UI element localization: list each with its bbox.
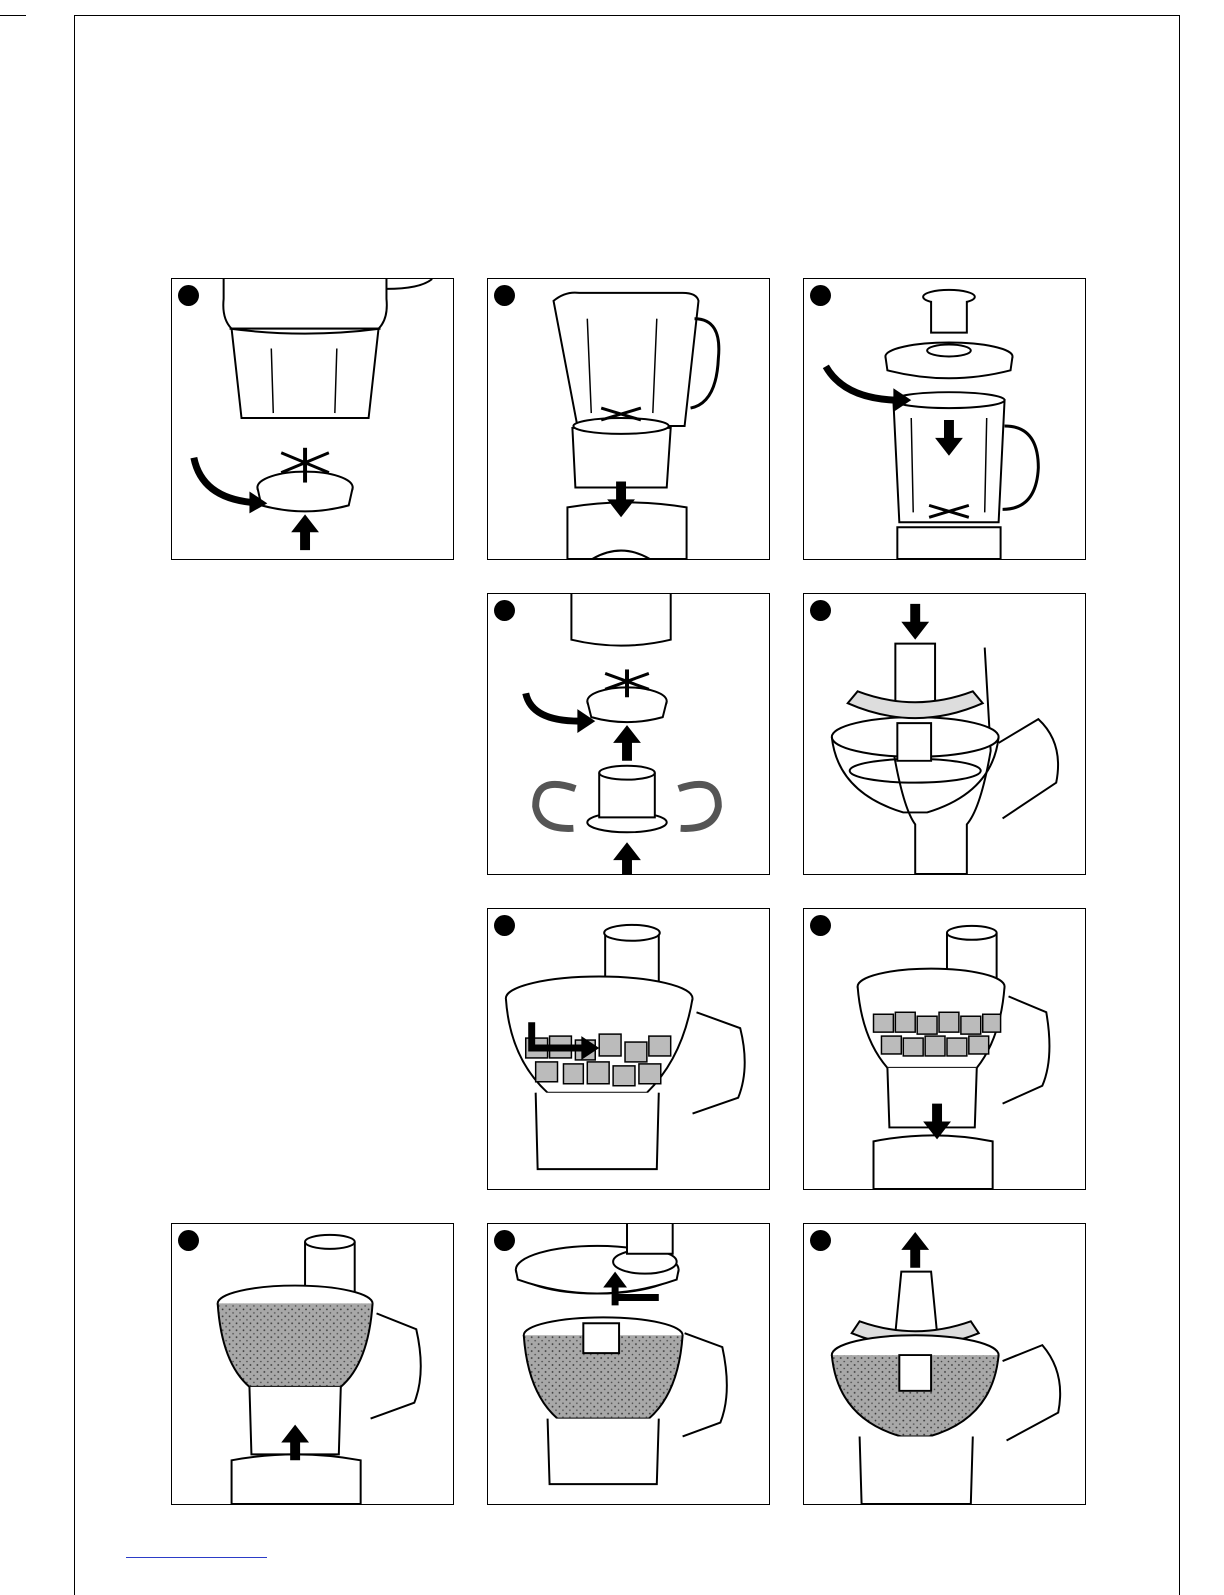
illustration-blade-to-mill <box>488 594 769 874</box>
illustration-processor-to-base <box>804 909 1085 1189</box>
step-number-dot <box>494 915 515 936</box>
step-number-dot <box>494 1230 515 1251</box>
step-panel-7 <box>803 908 1086 1190</box>
step-number-dot <box>178 285 199 306</box>
step-panel-4 <box>487 593 770 875</box>
illustration-jug-to-base <box>488 279 769 559</box>
illustration-remove-blade <box>804 1224 1085 1504</box>
step-panel-2 <box>487 278 770 560</box>
illustration-lift-processor <box>172 1224 453 1504</box>
step-number-dot <box>494 285 515 306</box>
illustration-lid-to-bowl <box>488 909 769 1189</box>
step-panel-1 <box>171 278 454 560</box>
step-number-dot <box>810 915 831 936</box>
step-panel-5 <box>803 593 1086 875</box>
step-number-dot <box>810 285 831 306</box>
illustration-blade-to-bowl <box>804 594 1085 874</box>
step-number-dot <box>178 1230 199 1251</box>
step-panel-8 <box>171 1223 454 1505</box>
illustration-lid-to-jug <box>804 279 1085 559</box>
step-number-dot <box>494 600 515 621</box>
step-number-dot <box>810 600 831 621</box>
illustration-blade-to-jug <box>172 279 453 559</box>
step-panel-10 <box>803 1223 1086 1505</box>
step-panel-3 <box>803 278 1086 560</box>
corner-crop-mark <box>0 15 26 16</box>
illustration-remove-lid <box>488 1224 769 1504</box>
step-panel-9 <box>487 1223 770 1505</box>
footer-rule <box>126 1557 267 1558</box>
step-number-dot <box>810 1230 831 1251</box>
step-panel-6 <box>487 908 770 1190</box>
